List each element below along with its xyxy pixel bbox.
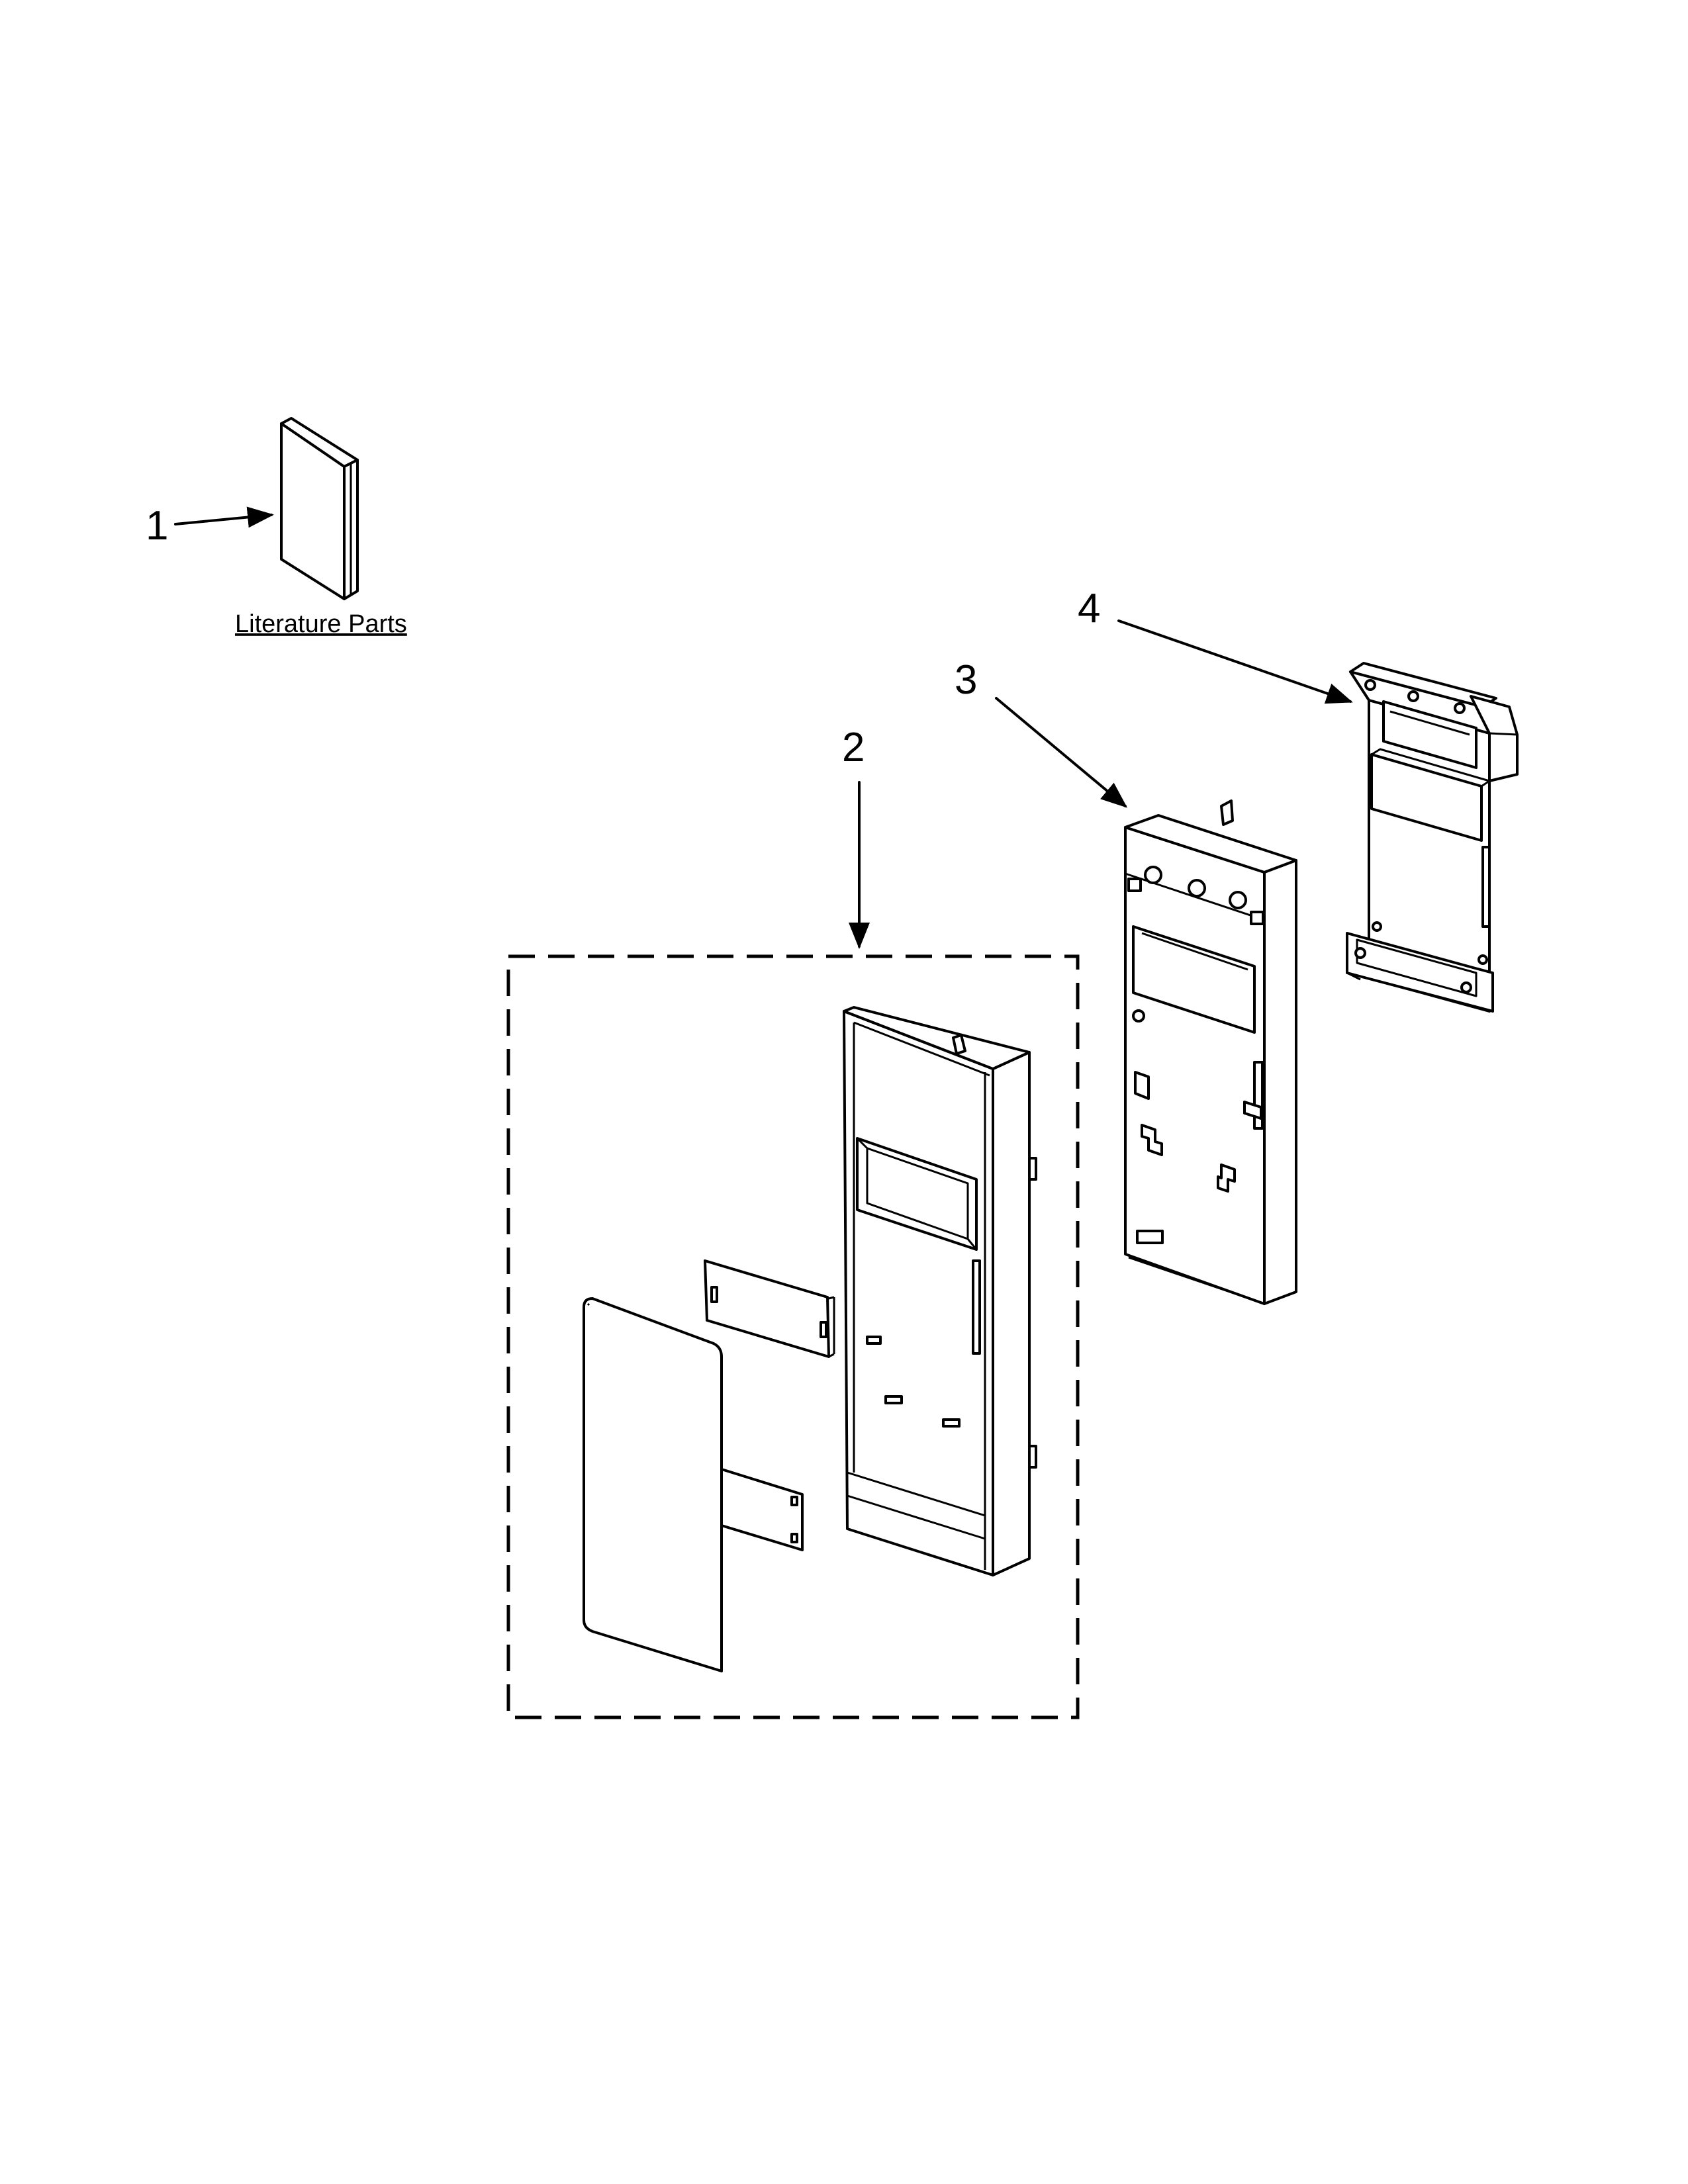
keypad-ribbon-tail[interactable] bbox=[720, 1468, 804, 1551]
callout-3-arrow bbox=[995, 697, 1128, 808]
callout-1-arrow bbox=[174, 506, 274, 528]
callout-1-label[interactable]: 1 bbox=[146, 503, 168, 549]
control-board-bracket[interactable] bbox=[1346, 662, 1519, 1013]
callout-4-label[interactable]: 4 bbox=[1078, 586, 1100, 631]
callout-4-arrow bbox=[1117, 619, 1353, 704]
control-membrane-keypad[interactable] bbox=[583, 1297, 723, 1672]
control-panel-housing[interactable] bbox=[1124, 799, 1297, 1305]
control-panel-frame[interactable] bbox=[843, 1006, 1037, 1576]
literature-parts-label[interactable]: Literature Parts bbox=[235, 610, 407, 638]
callout-2-label[interactable]: 2 bbox=[842, 725, 865, 770]
display-lens-window[interactable] bbox=[704, 1259, 835, 1358]
callout-3-label[interactable]: 3 bbox=[955, 657, 977, 703]
literature-booklet[interactable] bbox=[280, 417, 359, 600]
part-2-assembly-boundary bbox=[506, 954, 1080, 1719]
